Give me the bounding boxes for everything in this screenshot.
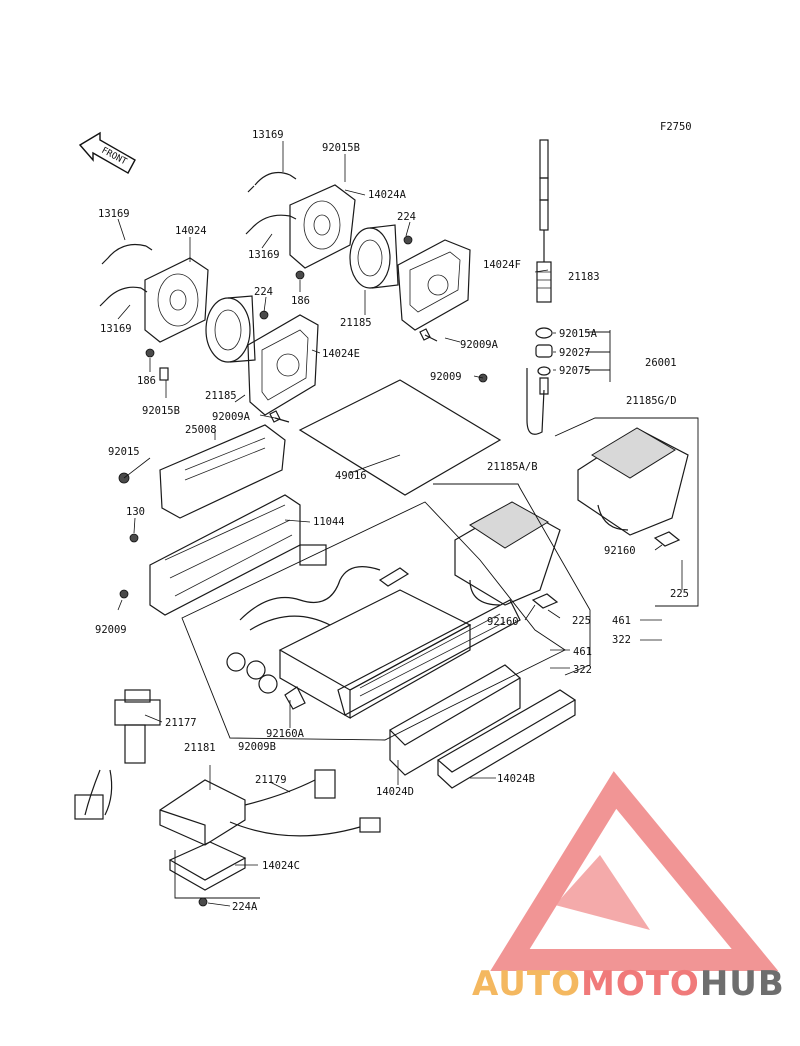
part-label-461: 461 [612,615,631,627]
mounting-plate [298,373,502,496]
part-label-92009A: 92009A [212,411,251,423]
part-label-92075: 92075 [559,365,591,377]
part-label-13169: 13169 [100,323,132,335]
part-label-92015B: 92015B [322,142,360,154]
part-label-186: 186 [291,295,310,307]
part-label-224A: 224A [232,901,258,913]
part-label-130: 130 [126,506,145,518]
part-label-322: 322 [612,634,631,646]
part-label-14024E: 14024E [322,348,360,360]
watermark-text: AUTOMOTOHUB [472,964,785,1004]
part-label-25008: 25008 [185,424,217,436]
part-label-14024A: 14024A [368,189,407,201]
part-label-225: 225 [572,615,591,627]
part-label-11044: 11044 [313,516,345,528]
part-label-225: 225 [670,588,689,600]
audio-bracket [118,424,301,616]
watermark-logo [490,771,779,971]
leader-lines [117,141,683,907]
part-label-92160: 92160 [487,616,519,628]
part-label-21185AB: 21185A/B [487,461,538,473]
part-label-21181: 21181 [184,742,216,754]
part-label-14024D: 14024D [376,786,414,798]
part-label-13169: 13169 [98,208,130,220]
part-label-14024C: 14024C [262,860,300,872]
part-label-92027: 92027 [559,347,591,359]
part-label-21185: 21185 [340,317,372,329]
front-speaker-assembly [99,243,319,423]
part-label-21185: 21185 [205,390,237,402]
part-label-186: 186 [137,375,156,387]
part-label-92015B: 92015B [142,405,180,417]
control-module [74,689,381,907]
part-label-92015: 92015 [108,446,140,458]
rear-speaker-assembly [245,172,471,342]
cover-panels [389,664,577,789]
part-label-26001: 26001 [645,357,677,369]
part-label-13169: 13169 [248,249,280,261]
part-label-14024F: 14024F [483,259,521,271]
part-label-461: 461 [573,646,592,658]
watermark-auto: AUTO [472,964,581,1004]
part-label-224: 224 [254,286,273,298]
part-label-92009: 92009 [430,371,462,383]
part-label-21185GD: 21185G/D [626,395,677,407]
front-arrow-icon: FRONT [78,131,136,174]
speaker-box-gd [577,427,689,547]
radio-unit [226,544,521,720]
watermark-moto: MOTO [581,964,700,1004]
antenna-assembly [526,139,553,435]
part-label-92009: 92009 [95,624,127,636]
part-label-92015A: 92015A [559,328,598,340]
part-label-92009A: 92009A [460,339,499,351]
part-label-224: 224 [397,211,416,223]
watermark-hub: HUB [700,964,785,1004]
part-label-14024B: 14024B [497,773,535,785]
speaker-box-ab [454,501,561,609]
part-label-21179: 21179 [255,774,287,786]
part-label-13169: 13169 [252,129,284,141]
figure-code: F2750 [660,121,692,133]
part-label-92009B: 92009B [238,741,276,753]
part-label-14024: 14024 [175,225,207,237]
part-label-322: 322 [573,664,592,676]
part-label-92160A: 92160A [266,728,305,740]
part-label-49016: 49016 [335,470,367,482]
part-label-21177: 21177 [165,717,197,729]
part-label-92160: 92160 [604,545,636,557]
part-label-21183: 21183 [568,271,600,283]
